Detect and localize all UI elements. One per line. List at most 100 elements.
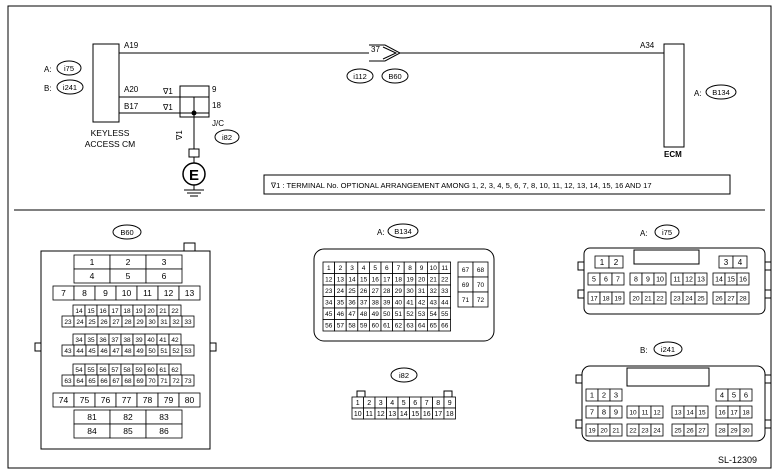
i241-pin-26: 26	[686, 427, 694, 434]
i241-pin-7: 7	[590, 408, 594, 417]
b60-pin-23: 23	[64, 319, 72, 326]
i241-ear-br	[764, 419, 772, 429]
b60-pin-16: 16	[99, 308, 107, 315]
footnote-box	[263, 174, 731, 195]
b134-pin-30: 30	[406, 288, 414, 295]
b134-pin-70: 70	[477, 282, 485, 289]
i241-ear-tl	[575, 374, 583, 384]
b60-pin-4: 4	[90, 271, 95, 281]
i241-pin-5: 5	[732, 391, 736, 400]
b134-pin-63: 63	[406, 323, 414, 330]
b134-pin-47: 47	[348, 311, 356, 318]
i75-pin-17: 17	[590, 295, 598, 302]
i75-pin-7-cell	[611, 272, 625, 286]
i75-pin-11: 11	[673, 277, 680, 284]
i241-pin-6-cell	[739, 388, 753, 402]
b60-pin-26: 26	[100, 319, 108, 326]
b60-pin-64: 64	[76, 378, 84, 385]
i75-badge	[654, 224, 680, 240]
i241-pin-21-cell	[609, 423, 623, 437]
b60-pin-81: 81	[87, 412, 97, 422]
i241-key	[626, 367, 710, 387]
b60-pin-58: 58	[123, 367, 131, 374]
star-mark-b17: ∇1	[162, 103, 173, 112]
inline-connector: 37 i112 B60	[346, 44, 409, 84]
b134-pin-17: 17	[383, 277, 391, 284]
b134-pin-69: 69	[462, 282, 470, 289]
b134-badge-text: B134	[394, 227, 412, 236]
b134-pin-23: 23	[325, 288, 333, 295]
ecm-label: A:	[694, 89, 702, 98]
i82-pin-8: 8	[436, 400, 440, 407]
b134-pin-43: 43	[430, 300, 438, 307]
i241-pin-9: 9	[614, 408, 618, 417]
inline-outer-arrow	[369, 44, 402, 62]
b60-pin-7: 7	[61, 288, 66, 298]
i82-pin-18-cell	[443, 407, 456, 420]
i82-pin-6: 6	[413, 400, 417, 407]
b134-pin-2: 2	[339, 265, 343, 272]
keyless-box	[92, 43, 120, 123]
i82-pin-18: 18	[446, 411, 454, 418]
i75-pin-25: 25	[697, 295, 705, 302]
inline-pin: 37	[371, 45, 380, 54]
b134-pin-13: 13	[337, 277, 345, 284]
i75-pin-23: 23	[673, 295, 681, 302]
b60-pin-77: 77	[122, 395, 132, 405]
figure-id: SL-12309	[718, 455, 757, 465]
b60-pin-84: 84	[87, 426, 97, 436]
b60-pin-49: 49	[136, 348, 144, 355]
b60-pin-5: 5	[126, 271, 131, 281]
b60-pin-30: 30	[148, 319, 156, 326]
i241-ear-bl	[575, 419, 583, 429]
b60-pin-75: 75	[80, 395, 90, 405]
b60-badge	[112, 224, 142, 240]
i75-pin-7: 7	[616, 277, 620, 284]
i82-badge	[390, 367, 418, 383]
inline-badge-2-text: B60	[388, 72, 401, 81]
b134-pin-67: 67	[462, 267, 470, 274]
joint-connector: 9 18 J/C i82 E	[179, 85, 240, 197]
b134-pin-54: 54	[430, 311, 438, 318]
i241-pin-27: 27	[698, 427, 706, 434]
i82-pin-7: 7	[425, 400, 429, 407]
keyless-badge-a	[56, 60, 82, 76]
b60-side-right	[209, 342, 217, 352]
b60-pin-12: 12	[164, 288, 174, 298]
b60-pin-6-cell	[145, 268, 183, 284]
b134-pin-5: 5	[373, 265, 377, 272]
b134-pin-71: 71	[462, 297, 470, 304]
b134-pin-10: 10	[430, 265, 438, 272]
i241-pin-22: 22	[629, 427, 637, 434]
i75-pin-28: 28	[739, 295, 747, 302]
i75-pin-4-cell	[732, 255, 748, 269]
i241-pin-15-cell	[695, 405, 709, 419]
b134-pin-20: 20	[418, 277, 426, 284]
i241-pin-14: 14	[686, 409, 694, 416]
b134-pin-61: 61	[383, 323, 391, 330]
i75-pin-22-cell	[653, 291, 667, 305]
b60-side-left	[34, 342, 42, 352]
i75-pin-4: 4	[738, 258, 743, 267]
b60-pin-73: 73	[184, 378, 192, 385]
b134-badge	[387, 223, 419, 239]
b60-pin-61: 61	[159, 367, 167, 374]
b134-pin-29: 29	[395, 288, 403, 295]
b60-pin-63: 63	[64, 378, 72, 385]
i82-pin-5: 5	[402, 400, 406, 407]
b134-pin-28: 28	[383, 288, 391, 295]
i241-pin-23: 23	[641, 427, 649, 434]
b60-pin-13-cell	[178, 285, 201, 301]
i75-pin-16-cell	[736, 272, 750, 286]
jc-pin-18: 18	[212, 101, 221, 110]
i82-tab-right	[443, 390, 453, 398]
b60-latch	[183, 242, 196, 252]
jc-badge	[214, 129, 240, 145]
b134-pin-52: 52	[406, 311, 414, 318]
b60-pin-66: 66	[100, 378, 108, 385]
